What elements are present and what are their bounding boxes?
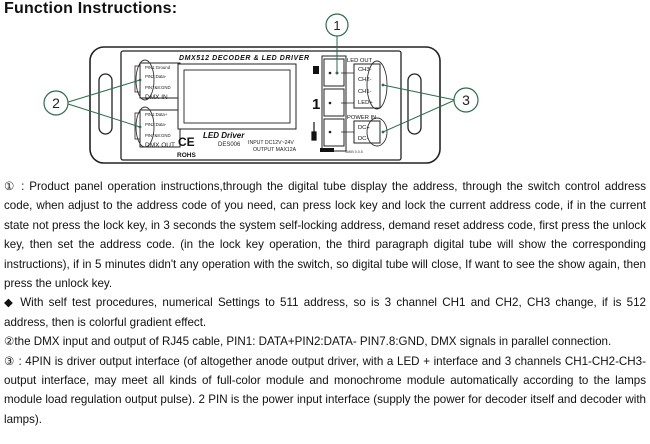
- channel-ch2: CH2-: [358, 77, 372, 83]
- led-out-label: LED OUT: [347, 58, 373, 64]
- instructions-text: ① : Product panel operation instructions…: [4, 177, 646, 429]
- unlock-key-button: [323, 118, 345, 147]
- rohs-mark: ROHS: [177, 152, 196, 159]
- model-label: DES006: [218, 142, 241, 148]
- callout-1: [325, 13, 349, 37]
- pin-label-in-3: PIN7&8:GND: [145, 85, 171, 90]
- paragraph-output-interface: ③ : 4PIN is driver output interface (of …: [4, 354, 646, 426]
- channel-ch3: CH3-: [358, 67, 372, 73]
- display-digit: 1: [312, 96, 320, 113]
- pin-label-in-2: PIN2:Data-: [145, 74, 167, 79]
- mounting-slot-left: [98, 73, 113, 135]
- device-diagram: PIN1:Ground PIN2:Data- PIN7&8:GND DMX IN…: [43, 13, 479, 164]
- pin-label-out-3: PIN7&8:GND: [145, 133, 171, 138]
- power-dc-plus: DC+: [358, 125, 370, 131]
- paragraph-panel-instructions: ① : Product panel operation instructions…: [4, 180, 646, 291]
- lock-icon: [313, 66, 319, 74]
- channel-ch1: CH1-: [358, 89, 372, 95]
- dmx-out-label: DMX OUT: [145, 142, 175, 149]
- device-title: DMX512 DECODER & LED DRIVER: [179, 55, 309, 62]
- pin-label-out-1: PIN1:Data+: [145, 112, 168, 117]
- lock-key-button: [323, 58, 345, 87]
- power-dc-minus: DC-: [358, 136, 368, 142]
- channel-led-plus: LED+: [358, 100, 373, 106]
- svg-text:3: 3: [462, 92, 470, 108]
- brand-label: LED Driver: [203, 131, 245, 140]
- page-title: Function Instructions:: [4, 0, 178, 17]
- switch-key-button: [323, 88, 345, 117]
- callout-oval-left-top: [135, 59, 155, 101]
- svg-text:2: 2: [52, 95, 60, 111]
- svg-text:1: 1: [333, 18, 340, 33]
- pin-label-in-1: PIN1:Ground: [145, 65, 171, 70]
- callout-3: [453, 87, 479, 113]
- unlock-icon: [311, 122, 317, 141]
- power-in-label: POWER IN: [347, 115, 376, 121]
- dmx-in-label: DMX IN: [145, 94, 168, 101]
- callout-oval-left-bottom: [135, 106, 155, 148]
- paragraph-dmx-io: ②the DMX input and output of RJ45 cable,…: [4, 335, 612, 349]
- mounting-slot-right: [407, 73, 422, 135]
- callout-oval-right-top: [366, 60, 388, 110]
- watermark-text: SMIB 0.0.5: [345, 150, 363, 154]
- paragraph-self-test: ◆ With self test procedures, numerical S…: [4, 296, 646, 329]
- callout-oval-right-bottom: [366, 117, 388, 147]
- rj45-out-port: [139, 109, 181, 148]
- ce-mark: CE: [178, 135, 195, 149]
- input-spec: INPUT DC12V~24V: [248, 140, 294, 146]
- output-spec: OUTPUT MAX12A: [253, 147, 297, 153]
- callout-2: [43, 90, 69, 116]
- pin-label-out-2: PIN2:Data-: [145, 122, 167, 127]
- display-window-inner: [183, 69, 291, 124]
